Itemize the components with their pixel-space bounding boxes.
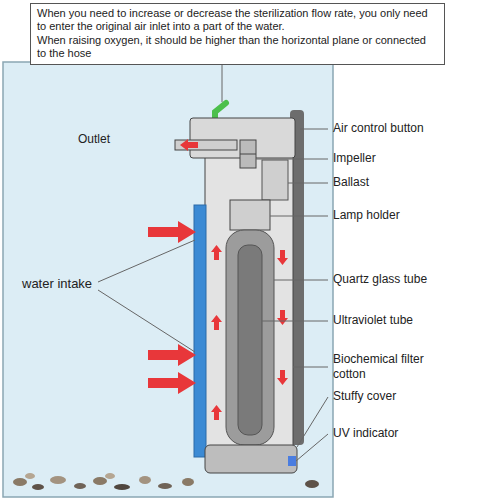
leader-line (270, 216, 328, 217)
leader-line (297, 397, 328, 447)
part-label: UV indicator (333, 426, 498, 441)
part-label: Stuffy cover (333, 389, 498, 404)
part-label: Air control button (333, 121, 498, 136)
impeller (240, 140, 256, 168)
bottom-cover (205, 445, 297, 473)
leader-line (274, 280, 328, 281)
leader-line (262, 321, 328, 322)
part-label: Impeller (333, 151, 498, 166)
flow-arrow (277, 250, 288, 265)
part-label: Biochemical filter cotton (333, 352, 445, 382)
pebble (32, 484, 44, 490)
pebble (305, 480, 319, 488)
outlet-pipe (175, 140, 237, 150)
pebble (158, 483, 172, 489)
pebble (50, 476, 66, 484)
flow-arrow (277, 310, 288, 325)
part-label: water intake (22, 276, 112, 291)
flow-arrow (180, 139, 198, 151)
uv-tube (238, 245, 262, 435)
leader-lines (98, 129, 328, 461)
pebble (182, 478, 194, 486)
ballast (262, 160, 288, 200)
leader-line (293, 367, 328, 368)
impeller-blade (240, 154, 256, 155)
leader-line (98, 290, 195, 352)
pebble (74, 483, 86, 489)
gravel (13, 473, 319, 490)
note-box: When you need to increase or decrease th… (30, 3, 445, 65)
part-label: Outlet (78, 132, 138, 147)
pebble (93, 477, 107, 485)
quartz-tube (226, 230, 274, 445)
pebble (105, 473, 115, 479)
lamp-holder (230, 200, 270, 230)
intake-arrow (148, 372, 196, 394)
leader-line (296, 434, 328, 461)
pebble (139, 476, 151, 484)
uv-indicator (288, 456, 296, 466)
leader-line (256, 159, 328, 160)
part-label: Ultraviolet tube (333, 313, 498, 328)
pebble (114, 484, 130, 490)
flow-arrow (211, 405, 222, 420)
filter-sponge (194, 205, 206, 457)
leader-line (288, 183, 328, 184)
filter-body (205, 155, 293, 455)
pebble (25, 473, 35, 479)
intake-arrow (148, 344, 196, 366)
note-text: When raising oxygen, it should be higher… (37, 34, 438, 60)
part-label: Quartz glass tube (333, 272, 498, 287)
intake-arrow (148, 221, 196, 243)
part-label: Ballast (333, 175, 498, 190)
flow-arrow (277, 370, 288, 385)
part-label: Lamp holder (333, 208, 498, 223)
aquarium-tank (3, 62, 333, 497)
leader-line (300, 129, 328, 130)
note-text: When you need to increase or decrease th… (37, 7, 438, 33)
flow-arrow (211, 315, 222, 330)
pebble (13, 478, 27, 486)
leader-line (98, 240, 195, 282)
flow-arrow (211, 245, 222, 260)
